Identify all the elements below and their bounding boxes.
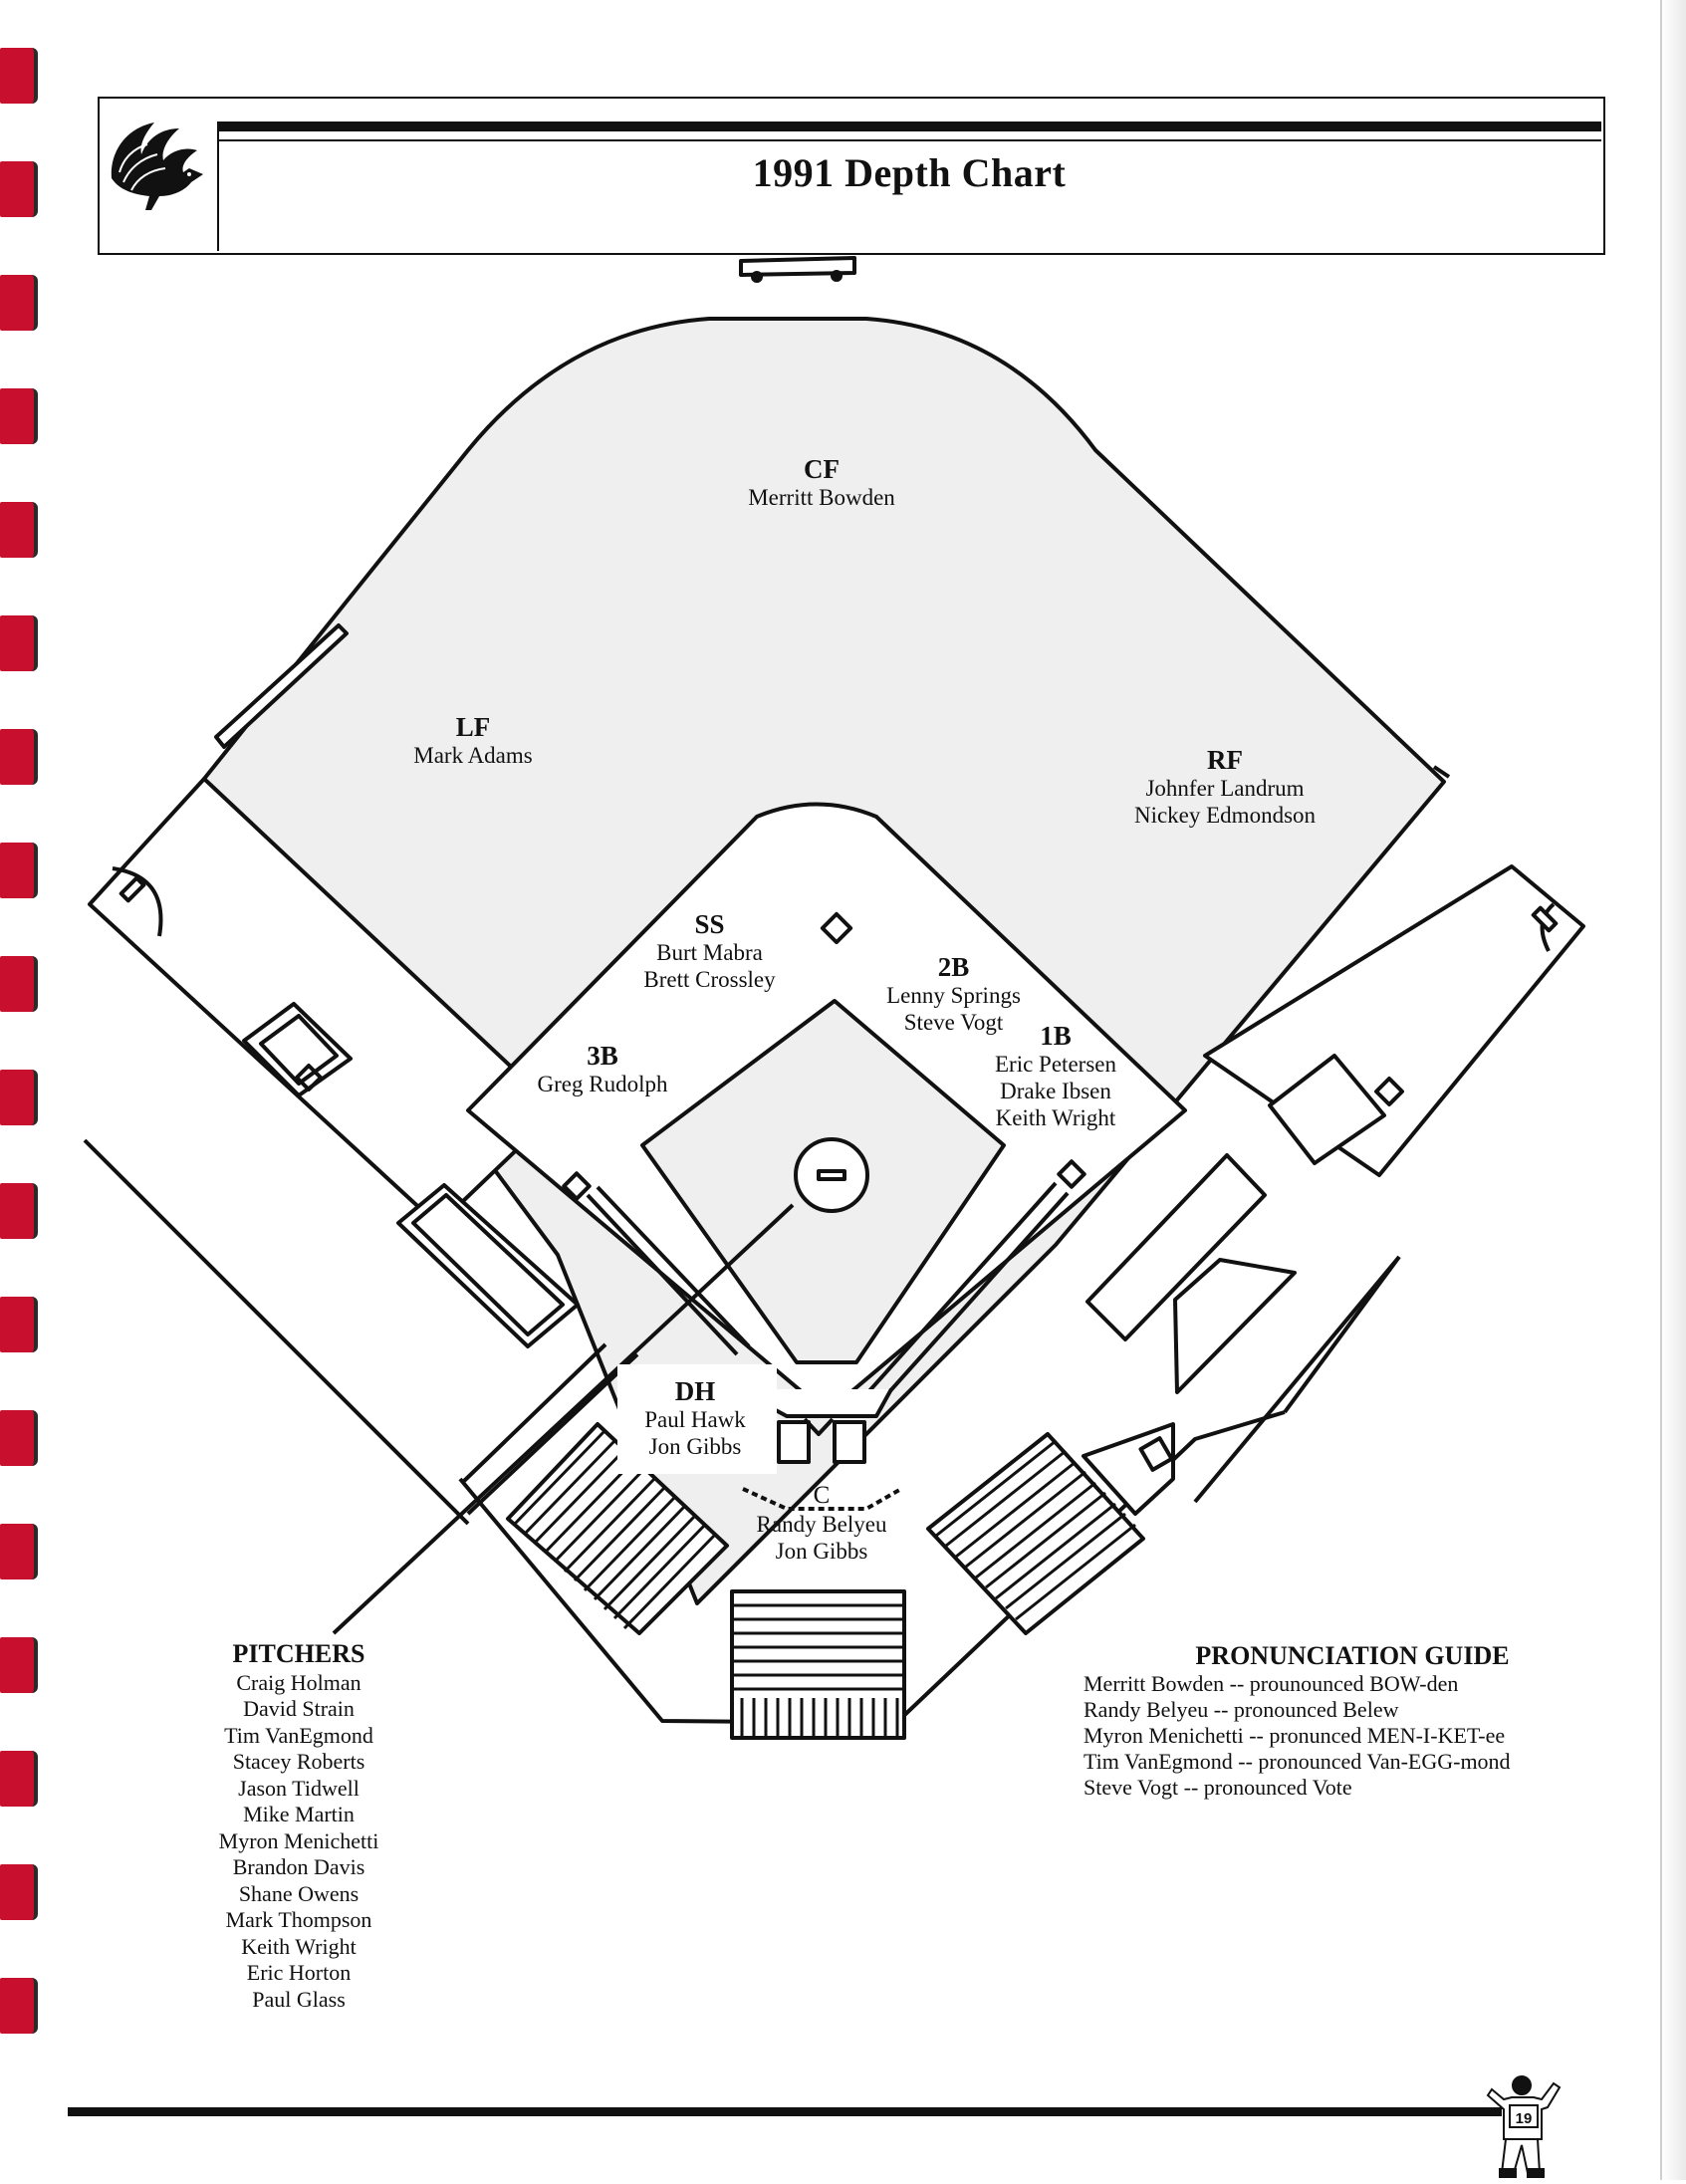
player-name: Nickey Edmondson	[1133, 803, 1317, 828]
list-item: Steve Vogt -- pronounced Vote	[1084, 1775, 1352, 1800]
list-item: Tim VanEgmond	[224, 1722, 373, 1748]
list-item: Myron Menichetti -- pronunced MEN-I-KET-…	[1084, 1723, 1506, 1748]
position-code: LF	[455, 712, 491, 742]
position-code: SS	[694, 909, 725, 939]
position-ss: SS Burt Mabra Brett Crossley	[617, 909, 802, 993]
binding-ring	[0, 1297, 38, 1352]
jersey-number: 19	[1516, 2110, 1533, 2127]
pronunciation-guide: PRONUNCIATION GUIDE Merritt Bowden -- pr…	[1084, 1643, 1621, 1801]
binding-ring	[0, 1978, 38, 2034]
guide-heading: PRONUNCIATION GUIDE	[1195, 1641, 1510, 1670]
position-1b: 1B Eric Petersen Drake Ibsen Keith Wrigh…	[976, 1021, 1135, 1131]
list-item: Craig Holman	[236, 1669, 361, 1695]
list-item: Paul Glass	[252, 1986, 346, 2012]
position-rf: RF Johnfer Landrum Nickey Edmondson	[1100, 745, 1349, 829]
position-code: 3B	[587, 1041, 618, 1071]
pitchers-heading: PITCHERS	[232, 1639, 365, 1668]
player-name: Keith Wright	[995, 1105, 1116, 1130]
list-item: Brandon Davis	[232, 1854, 365, 1879]
player-name: Greg Rudolph	[537, 1072, 668, 1096]
binding-ring	[0, 729, 38, 785]
player-name: Lenny Springs	[886, 983, 1021, 1008]
player-name: Burt Mabra	[656, 940, 763, 965]
binding-ring	[0, 1751, 38, 1807]
player-name: Randy Belyeu	[756, 1512, 887, 1537]
list-item: Mark Thompson	[225, 1907, 372, 1932]
list-item: Eric Horton	[246, 1960, 352, 1985]
player-name: Mark Adams	[413, 743, 533, 768]
position-cf: CF Merritt Bowden	[702, 454, 941, 511]
header-rule	[217, 139, 1601, 141]
page-title: 1991 Depth Chart	[752, 150, 1067, 195]
binding-ring	[0, 956, 38, 1012]
position-code: 2B	[937, 952, 970, 982]
page-edge	[1660, 0, 1686, 2180]
binding-ring	[0, 1183, 38, 1239]
player-name: Merritt Bowden	[748, 485, 895, 510]
list-item: Myron Menichetti	[218, 1827, 379, 1853]
position-code: DH	[674, 1376, 716, 1406]
pitchers-list: PITCHERS Craig Holman David Strain Tim V…	[179, 1639, 418, 2013]
position-code: C	[813, 1482, 831, 1509]
binding-ring	[0, 1637, 38, 1693]
list-item: David Strain	[243, 1696, 355, 1721]
list-item: Mike Martin	[243, 1802, 355, 1826]
player-name: Paul Hawk	[644, 1407, 746, 1432]
header-top-bar	[217, 121, 1601, 131]
position-3b: 3B Greg Rudolph	[523, 1041, 682, 1097]
binding-ring	[0, 275, 38, 331]
footer-rule	[68, 2107, 1502, 2116]
list-item: Keith Wright	[241, 1933, 357, 1959]
position-catcher: C Randy Belyeu Jon Gibbs	[737, 1481, 906, 1565]
binding-ring	[0, 1410, 38, 1466]
binding-ring	[0, 615, 38, 671]
player-name: Brett Crossley	[643, 967, 776, 992]
home-grandstand	[730, 1589, 906, 1740]
list-item: Stacey Roberts	[232, 1749, 365, 1774]
player-name: Steve Vogt	[903, 1010, 1004, 1035]
spiral-binding	[0, 0, 40, 2180]
binding-ring	[0, 1524, 38, 1579]
position-dh: DH Paul Hawk Jon Gibbs	[625, 1376, 765, 1460]
binding-ring	[0, 161, 38, 217]
list-item: Shane Owens	[238, 1880, 360, 1906]
right-grandstand	[926, 1432, 1145, 1635]
player-name: Drake Ibsen	[1000, 1079, 1111, 1103]
position-code: CF	[804, 454, 840, 484]
list-item: Tim VanEgmond -- pronounced Van-EGG-mond	[1084, 1749, 1511, 1774]
list-item: Randy Belyeu -- pronounced Belew	[1084, 1697, 1399, 1722]
position-lf: LF Mark Adams	[363, 712, 583, 769]
player-name: Jon Gibbs	[775, 1539, 868, 1564]
binding-ring	[0, 843, 38, 898]
list-item: Merritt Bowden -- prounounced BOW-den	[1084, 1671, 1459, 1696]
player-number-icon: 19	[1482, 2069, 1571, 2179]
binding-ring	[0, 502, 38, 558]
player-name: Johnfer Landrum	[1145, 776, 1305, 801]
binding-ring	[0, 388, 38, 444]
binding-ring	[0, 1864, 38, 1920]
binding-ring	[0, 1070, 38, 1125]
position-code: RF	[1207, 745, 1243, 775]
header-inner-frame	[217, 121, 1603, 251]
position-code: 1B	[1040, 1021, 1072, 1051]
player-name: Jon Gibbs	[648, 1434, 742, 1459]
player-name: Eric Petersen	[995, 1052, 1116, 1077]
binding-ring	[0, 48, 38, 104]
list-item: Jason Tidwell	[238, 1775, 360, 1801]
header-frame	[98, 97, 1605, 255]
position-2b: 2B Lenny Springs Steve Vogt	[866, 952, 1041, 1036]
gamecock-icon	[100, 99, 215, 249]
